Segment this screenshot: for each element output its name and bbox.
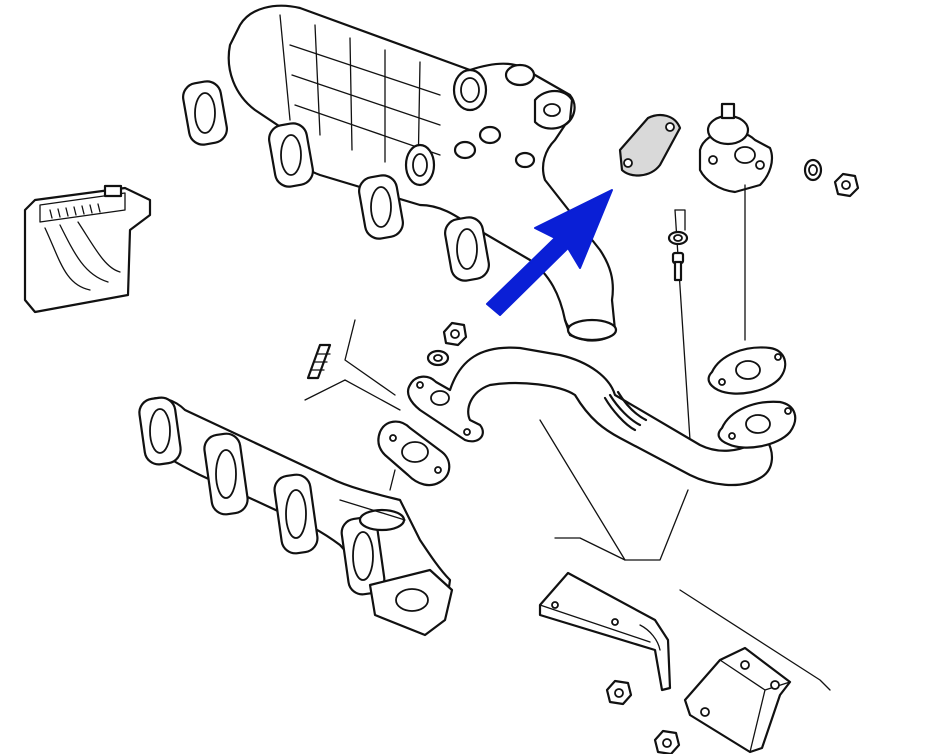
engine-control-unit — [23, 184, 152, 314]
arrow-icon — [486, 189, 613, 316]
egr-valve — [698, 102, 774, 194]
bolt — [671, 251, 685, 282]
pipe-bracket — [538, 571, 672, 692]
egr-pipe — [406, 346, 773, 487]
nut — [605, 679, 633, 706]
stud — [306, 343, 332, 380]
washer — [667, 230, 689, 246]
washer — [803, 158, 823, 182]
intake-port-flange — [268, 122, 314, 188]
intake-port-flange — [444, 216, 490, 282]
intake-manifold-egr-cooler — [182, 4, 618, 342]
nut — [653, 729, 681, 754]
nut — [442, 321, 468, 347]
washer — [426, 349, 450, 367]
flange-gasket — [707, 346, 787, 395]
intake-port-flange — [182, 80, 228, 146]
exhaust-port-flange — [203, 432, 249, 516]
exhaust-port-flange — [340, 516, 386, 596]
flange-gasket — [377, 420, 451, 487]
mounting-bracket — [683, 646, 792, 754]
exhaust-port-flange — [138, 396, 182, 466]
blanking-plate-gasket — [618, 113, 682, 177]
flange-gasket — [717, 400, 797, 449]
exhaust-port-flange — [273, 473, 319, 555]
intake-port-flange — [358, 174, 404, 240]
exhaust-manifold — [138, 396, 454, 637]
nut — [833, 172, 860, 198]
